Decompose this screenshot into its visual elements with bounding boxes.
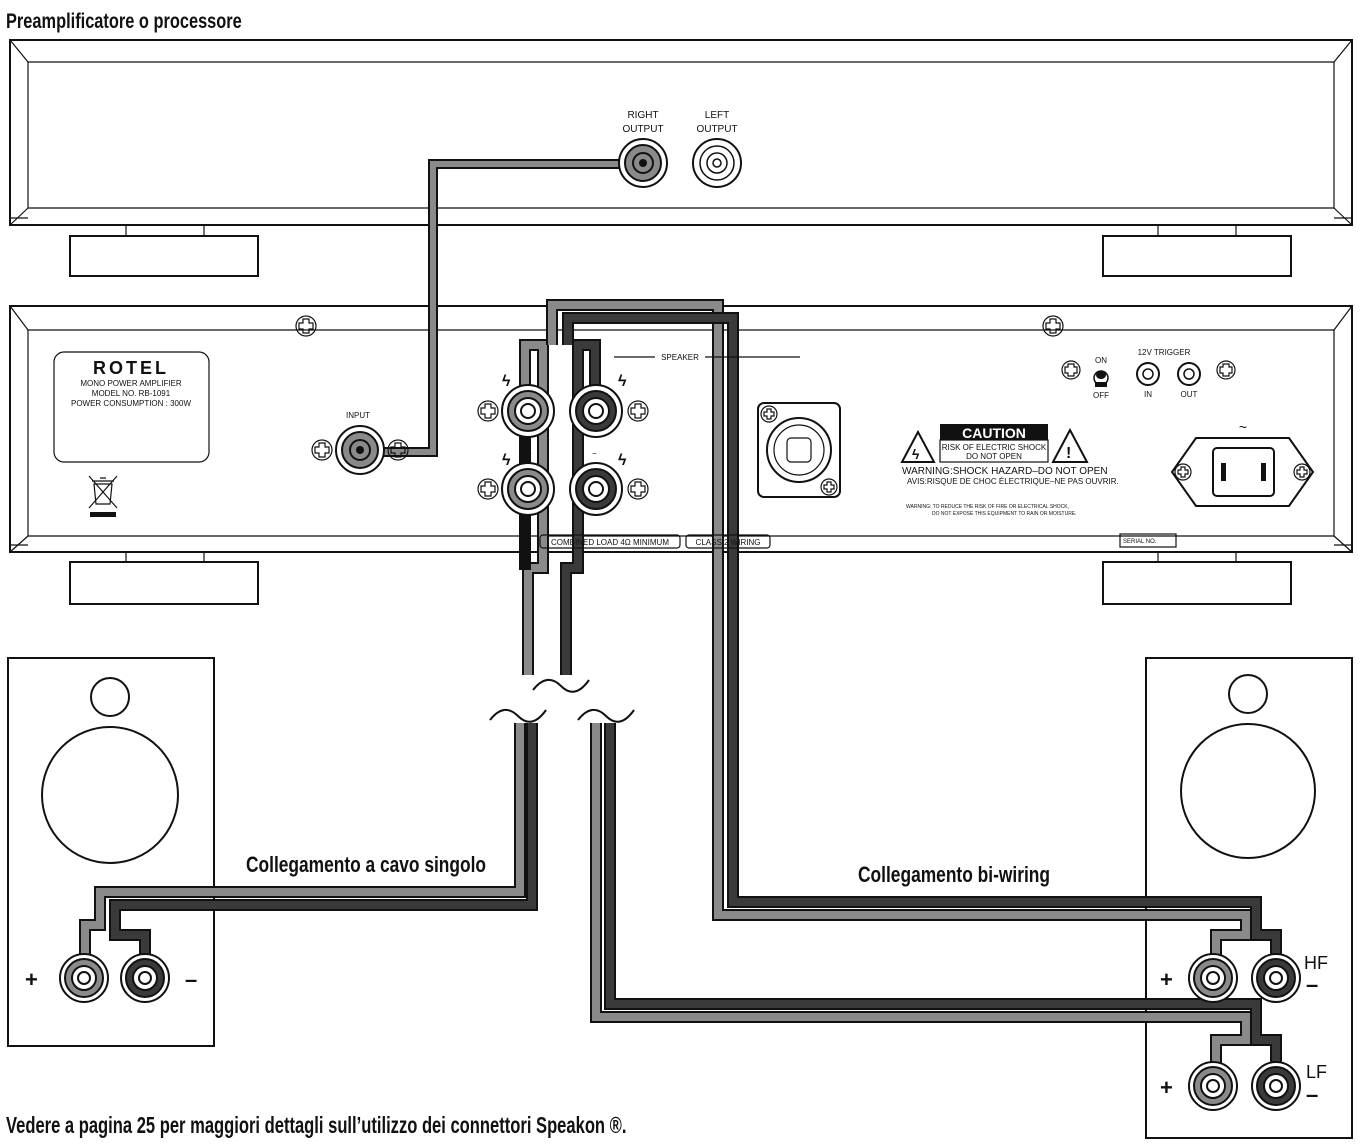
svg-text:SERIAL NO.: SERIAL NO. — [1123, 539, 1157, 545]
screw-icon — [1174, 463, 1192, 481]
wires — [79, 159, 1282, 1072]
speaker-terminal-minus-bottom[interactable] — [569, 462, 623, 516]
input-label: INPUT — [346, 411, 370, 420]
left-output-label-2: OUTPUT — [696, 124, 737, 135]
lightning-icon: ϟ — [502, 452, 511, 469]
hf-minus-label: – — [1306, 972, 1318, 997]
weee-bin-icon — [88, 475, 118, 517]
speaker-terminal-plus-top[interactable] — [501, 384, 555, 438]
screw-icon — [477, 400, 499, 422]
left-output-jack[interactable] — [692, 138, 742, 188]
plate-line-2: MODEL NO. RB-1091 — [92, 389, 171, 398]
screw-icon — [387, 439, 409, 461]
speaker-terminal-plus-bottom[interactable] — [501, 462, 555, 516]
screw-icon — [627, 400, 649, 422]
speakon-connector[interactable] — [757, 402, 841, 498]
class2-wiring-box: CLASS 2 WIRING — [685, 534, 771, 549]
screw-icon — [295, 315, 317, 337]
screw-icon — [477, 478, 499, 500]
amp-chassis — [9, 305, 1353, 553]
caution-title: CAUTION — [962, 425, 1026, 441]
lightning-icon: ϟ — [912, 446, 920, 462]
speaker-section: SPEAKER ϟ ϟ ϟ ϟ + − — [502, 353, 800, 469]
lf-minus-terminal[interactable] — [1251, 1061, 1301, 1111]
screw-icon — [1061, 360, 1081, 380]
screw-icon — [1042, 315, 1064, 337]
lightning-icon: ϟ — [618, 373, 627, 390]
right-output-label-2: OUTPUT — [622, 124, 663, 135]
trigger-out-jack[interactable] — [1177, 362, 1201, 386]
lf-plus-terminal[interactable] — [1188, 1061, 1238, 1111]
screw-icon — [627, 478, 649, 500]
warning-line-1: WARNING:SHOCK HAZARD–DO NOT OPEN — [902, 466, 1108, 477]
footer-note: Vedere a pagina 25 per maggiori dettagli… — [6, 1112, 627, 1138]
screw-icon — [1293, 463, 1311, 481]
warning-exclamation-icon: ! — [1066, 445, 1071, 462]
preamp-foot-left — [69, 225, 259, 277]
cable-break-marks — [489, 679, 635, 723]
hf-plus-label: + — [1160, 967, 1173, 992]
ac-power-inlet[interactable] — [1170, 437, 1315, 507]
combined-load-box: COMBINED LOAD 4Ω MINIMUM — [539, 534, 681, 549]
trigger-in-label: IN — [1144, 390, 1152, 399]
amp-foot-right — [1102, 552, 1292, 605]
warning-small-2: DO NOT EXPOSE THIS EQUIPMENT TO RAIN OR … — [932, 511, 1077, 517]
trigger-out-label: OUT — [1181, 390, 1198, 399]
lightning-icon: ϟ — [618, 452, 627, 469]
plate-line-3: POWER CONSUMPTION : 300W — [71, 399, 191, 408]
right-output-label-1: RIGHT — [627, 110, 658, 121]
plus-label: + — [527, 449, 532, 458]
power-toggle-switch[interactable] — [1093, 370, 1109, 387]
page-title: Preamplificatore o processore — [6, 10, 242, 33]
left-speaker-minus-terminal[interactable] — [120, 953, 170, 1003]
left-speaker-plus-label: + — [25, 967, 38, 992]
rating-plate: ROTEL MONO POWER AMPLIFIER MODEL NO. RB-… — [53, 351, 210, 463]
hf-label: HF — [1304, 953, 1328, 973]
hf-plus-terminal[interactable] — [1188, 953, 1238, 1003]
screw-icon — [760, 405, 778, 423]
rca-cable — [372, 159, 640, 457]
right-output-jack[interactable] — [618, 138, 668, 188]
preamp-chassis — [9, 39, 1353, 226]
left-speaker-minus-label: – — [185, 967, 197, 992]
minus-label: − — [592, 449, 597, 458]
lf-minus-label: – — [1306, 1082, 1318, 1107]
lf-label: LF — [1306, 1062, 1327, 1082]
amp-foot-left — [69, 552, 259, 605]
svg-text:COMBINED LOAD 4Ω MINIMUM: COMBINED LOAD 4Ω MINIMUM — [551, 538, 669, 547]
plate-line-1: MONO POWER AMPLIFIER — [80, 379, 182, 388]
left-output-label-1: LEFT — [705, 110, 729, 121]
switch-on-label: ON — [1095, 356, 1107, 365]
lightning-icon: ϟ — [502, 373, 511, 390]
caution-line-2: DO NOT OPEN — [966, 452, 1022, 461]
ac-symbol: ~ — [1239, 419, 1247, 435]
biwire-label: Collegamento bi-wiring — [858, 862, 1050, 887]
trigger-label: 12V TRIGGER — [1138, 348, 1191, 357]
screw-icon — [311, 439, 333, 461]
caution-line-1: RISK OF ELECTRIC SHOCK — [942, 443, 1047, 452]
preamp-foot-right — [1102, 225, 1292, 277]
warning-small-1: WARNING: TO REDUCE THE RISK OF FIRE OR E… — [906, 504, 1069, 510]
single-wire-cable — [79, 339, 601, 965]
svg-text:CLASS 2 WIRING: CLASS 2 WIRING — [696, 538, 761, 547]
trigger-in-jack[interactable] — [1136, 362, 1160, 386]
brand-logo: ROTEL — [93, 358, 169, 378]
speaker-label: SPEAKER — [661, 353, 699, 362]
left-speaker-plus-terminal[interactable] — [59, 953, 109, 1003]
screw-icon — [820, 478, 838, 496]
switch-off-label: OFF — [1093, 391, 1109, 400]
warning-line-2: AVIS:RISQUE DE CHOC ÉLECTRIQUE–NE PAS OU… — [907, 477, 1119, 486]
caution-label: ϟ CAUTION RISK OF ELECTRIC SHOCK DO NOT … — [900, 424, 1119, 517]
serial-number-box: SERIAL NO. — [1119, 533, 1177, 548]
biwire-lf-cable — [590, 723, 1282, 1072]
hf-minus-terminal[interactable] — [1251, 953, 1301, 1003]
speaker-terminal-minus-top[interactable] — [569, 384, 623, 438]
input-jack[interactable] — [335, 425, 385, 475]
left-speaker-cabinet — [7, 657, 215, 1047]
lf-plus-label: + — [1160, 1075, 1173, 1100]
screw-icon — [1216, 360, 1236, 380]
single-wire-label: Collegamento a cavo singolo — [246, 852, 486, 877]
